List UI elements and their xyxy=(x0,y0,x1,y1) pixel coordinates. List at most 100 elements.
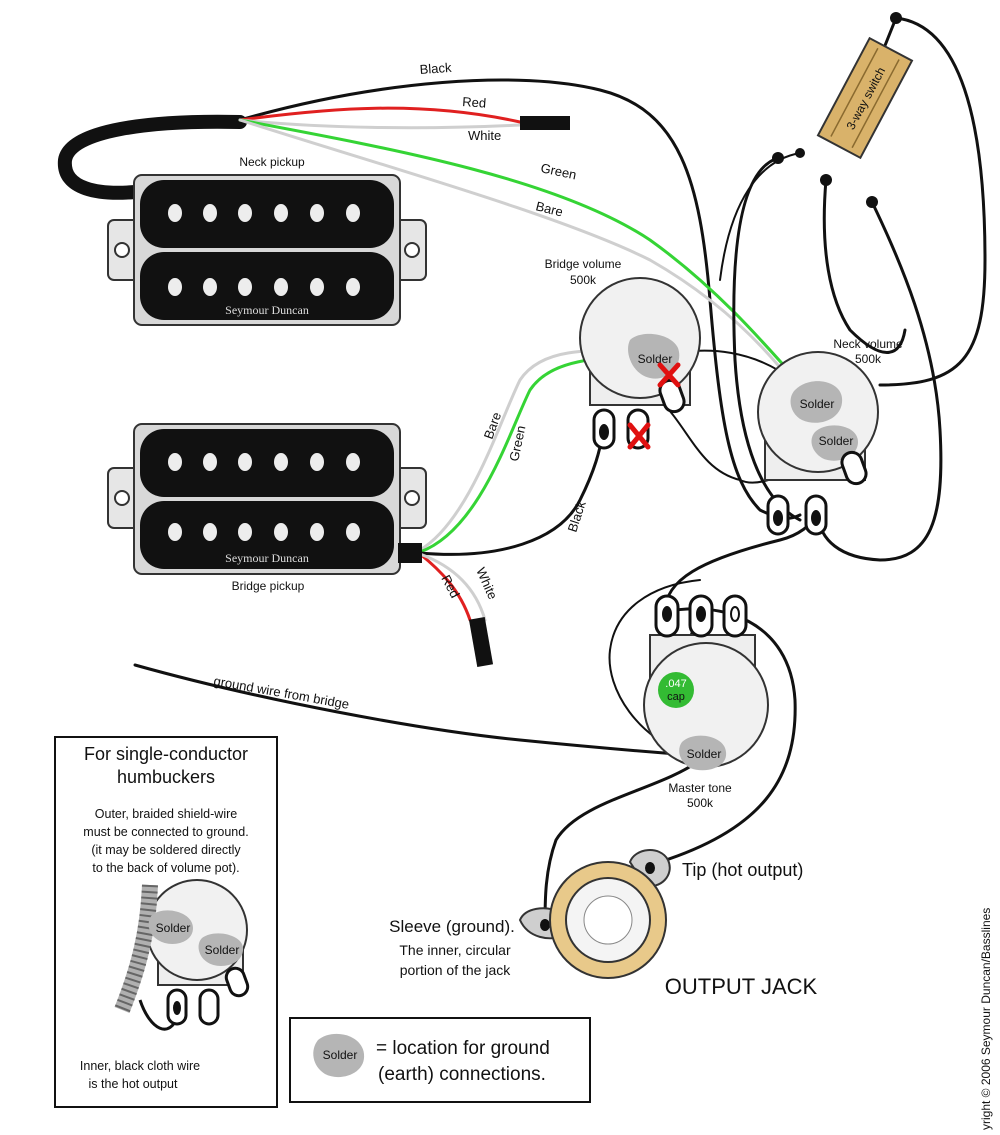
info-box-title-1: For single-conductor xyxy=(84,744,248,764)
switch-solder-points xyxy=(772,12,902,208)
solder-legend-box: Solder = location for ground (earth) con… xyxy=(289,1017,591,1103)
sleeve-ground-wire xyxy=(543,758,702,927)
switch-top-wire xyxy=(878,16,987,387)
neck-slug-poles xyxy=(168,278,360,296)
three-way-switch: 3-way switch xyxy=(772,12,914,208)
output-jack-title: OUTPUT JACK xyxy=(665,974,818,999)
jack-sleeve-label-2: The inner, circular xyxy=(399,942,511,958)
bridge-volume-solder xyxy=(628,333,680,379)
neck-red-wire xyxy=(238,106,522,124)
master-tone-value: 500k xyxy=(687,796,714,810)
info-box-title-2: humbuckers xyxy=(117,767,215,787)
label-white-top: White xyxy=(468,128,501,143)
single-conductor-info-box: For single-conductor humbuckers Outer, b… xyxy=(54,736,278,1108)
legend-solder-swatch xyxy=(313,1033,365,1078)
neck-volume-lugs xyxy=(766,450,868,536)
bridge-pickup-label: Bridge pickup xyxy=(232,579,305,593)
master-tone-name: Master tone xyxy=(668,781,732,795)
label-black-bridge: Black xyxy=(565,499,589,534)
label-red-top: Red xyxy=(462,94,487,111)
bridge-volume-name: Bridge volume xyxy=(545,257,622,271)
label-green-top: Green xyxy=(539,160,577,182)
bridge-volume-value: 500k xyxy=(570,273,597,287)
label-ground-wire: ground wire from bridge xyxy=(212,673,350,712)
jack-tip-label: Tip (hot output) xyxy=(682,860,803,880)
bridge-white-wire xyxy=(418,552,487,622)
bridge-coil-bottom xyxy=(140,501,394,569)
master-tone-pot: .047 cap Solder Master tone 500k xyxy=(643,594,769,810)
neck-volume-solder-2 xyxy=(811,425,858,461)
neck-bare-wire xyxy=(238,118,807,402)
info-solder-1 xyxy=(148,910,193,944)
info-box-bottom-1: Inner, black cloth wire xyxy=(80,1059,200,1073)
neck-pickup-cable xyxy=(57,114,247,200)
bridge-wire-cap xyxy=(468,616,494,668)
neck-volume-value: 500k xyxy=(855,352,882,366)
info-box-bottom-2: is the hot output xyxy=(89,1077,178,1091)
bridge-volume-pot: Solder Bridge volume 500k xyxy=(545,257,701,450)
label-bare-top: Bare xyxy=(534,198,564,219)
neck-white-wire xyxy=(238,118,522,130)
info-box-pot-illustration: Solder Solder xyxy=(114,879,250,1031)
info-box-text-2: must be connected to ground. xyxy=(83,825,248,839)
bridge-volume-x-marks xyxy=(627,362,681,450)
info-solder-label-2: Solder xyxy=(205,943,240,957)
tip-output-wire xyxy=(658,607,797,864)
tone-capacitor xyxy=(658,672,694,708)
neck-coil-bottom xyxy=(140,252,394,320)
copyright-text: yright © 2006 Seymour Duncan/Basslines xyxy=(979,908,993,1130)
capacitor-value: .047 xyxy=(665,678,686,690)
master-tone-solder xyxy=(679,735,727,771)
switch-body xyxy=(816,36,914,160)
bridge-screw-poles xyxy=(168,523,360,541)
braided-shield-wire xyxy=(114,884,158,1013)
bridge-pickup: Seymour Duncan Bridge pickup xyxy=(107,423,427,593)
bridge-pickup-brand: Seymour Duncan xyxy=(225,551,309,565)
bridge-red-wire xyxy=(418,552,472,622)
info-box-text-1: Outer, braided shield-wire xyxy=(95,807,237,821)
switch-mid-wire xyxy=(822,178,907,354)
switch-right-wire xyxy=(816,200,943,562)
legend-solder-label: Solder xyxy=(323,1048,358,1062)
info-solder-label-1: Solder xyxy=(156,921,191,935)
output-jack: Tip (hot output) Sleeve (ground). The in… xyxy=(389,849,818,999)
legend-line-1: = location for ground xyxy=(376,1038,550,1059)
switch-to-volume-wire xyxy=(719,152,801,281)
bridge-slug-poles xyxy=(168,453,360,471)
neck-green-wire xyxy=(238,118,812,397)
capacitor-label: cap xyxy=(667,691,685,703)
info-box-text-4: to the back of volume pot). xyxy=(92,861,239,875)
neck-volume-solder-1 xyxy=(790,381,843,423)
bridge-volume-solder-label: Solder xyxy=(638,352,673,366)
neck-volume-solder-label-2: Solder xyxy=(819,434,854,448)
bridge-mount-hole-left xyxy=(114,490,130,506)
master-tone-solder-label: Solder xyxy=(687,747,722,761)
neck-pickup: Seymour Duncan Neck pickup xyxy=(107,155,427,326)
legend-line-2: (earth) connections. xyxy=(378,1064,546,1085)
bridge-cable-exit xyxy=(398,543,422,563)
bridge-black-wire xyxy=(418,430,605,556)
label-green-bridge: Green xyxy=(506,424,528,462)
neck-black-wire xyxy=(238,78,802,520)
info-solder-2 xyxy=(198,933,244,966)
neck-volume-name: Neck volume xyxy=(833,337,903,351)
bridge-coil-top xyxy=(140,429,394,497)
jack-sleeve-label-1: Sleeve (ground). xyxy=(389,917,515,936)
neck-pickup-label: Neck pickup xyxy=(239,155,305,169)
label-black-top: Black xyxy=(419,60,452,77)
neck-wire-cap xyxy=(520,116,570,130)
neck-volume-solder-label-1: Solder xyxy=(800,397,835,411)
bridge-mount-hole-right xyxy=(404,490,420,506)
neck-screw-poles xyxy=(168,204,360,222)
neck-mount-hole-left xyxy=(114,242,130,258)
master-tone-lugs xyxy=(654,594,748,638)
neck-volume-pot: Solder Solder Neck volume 500k xyxy=(757,337,903,536)
label-white-bridge: White xyxy=(473,565,500,601)
neck-mount-hole-right xyxy=(404,242,420,258)
jack-sleeve-label-3: portion of the jack xyxy=(400,962,512,978)
neck-coil-top xyxy=(140,180,394,248)
ground-wire-from-bridge xyxy=(133,663,692,757)
neck-pickup-brand: Seymour Duncan xyxy=(225,303,309,317)
jack-hole xyxy=(583,895,633,945)
